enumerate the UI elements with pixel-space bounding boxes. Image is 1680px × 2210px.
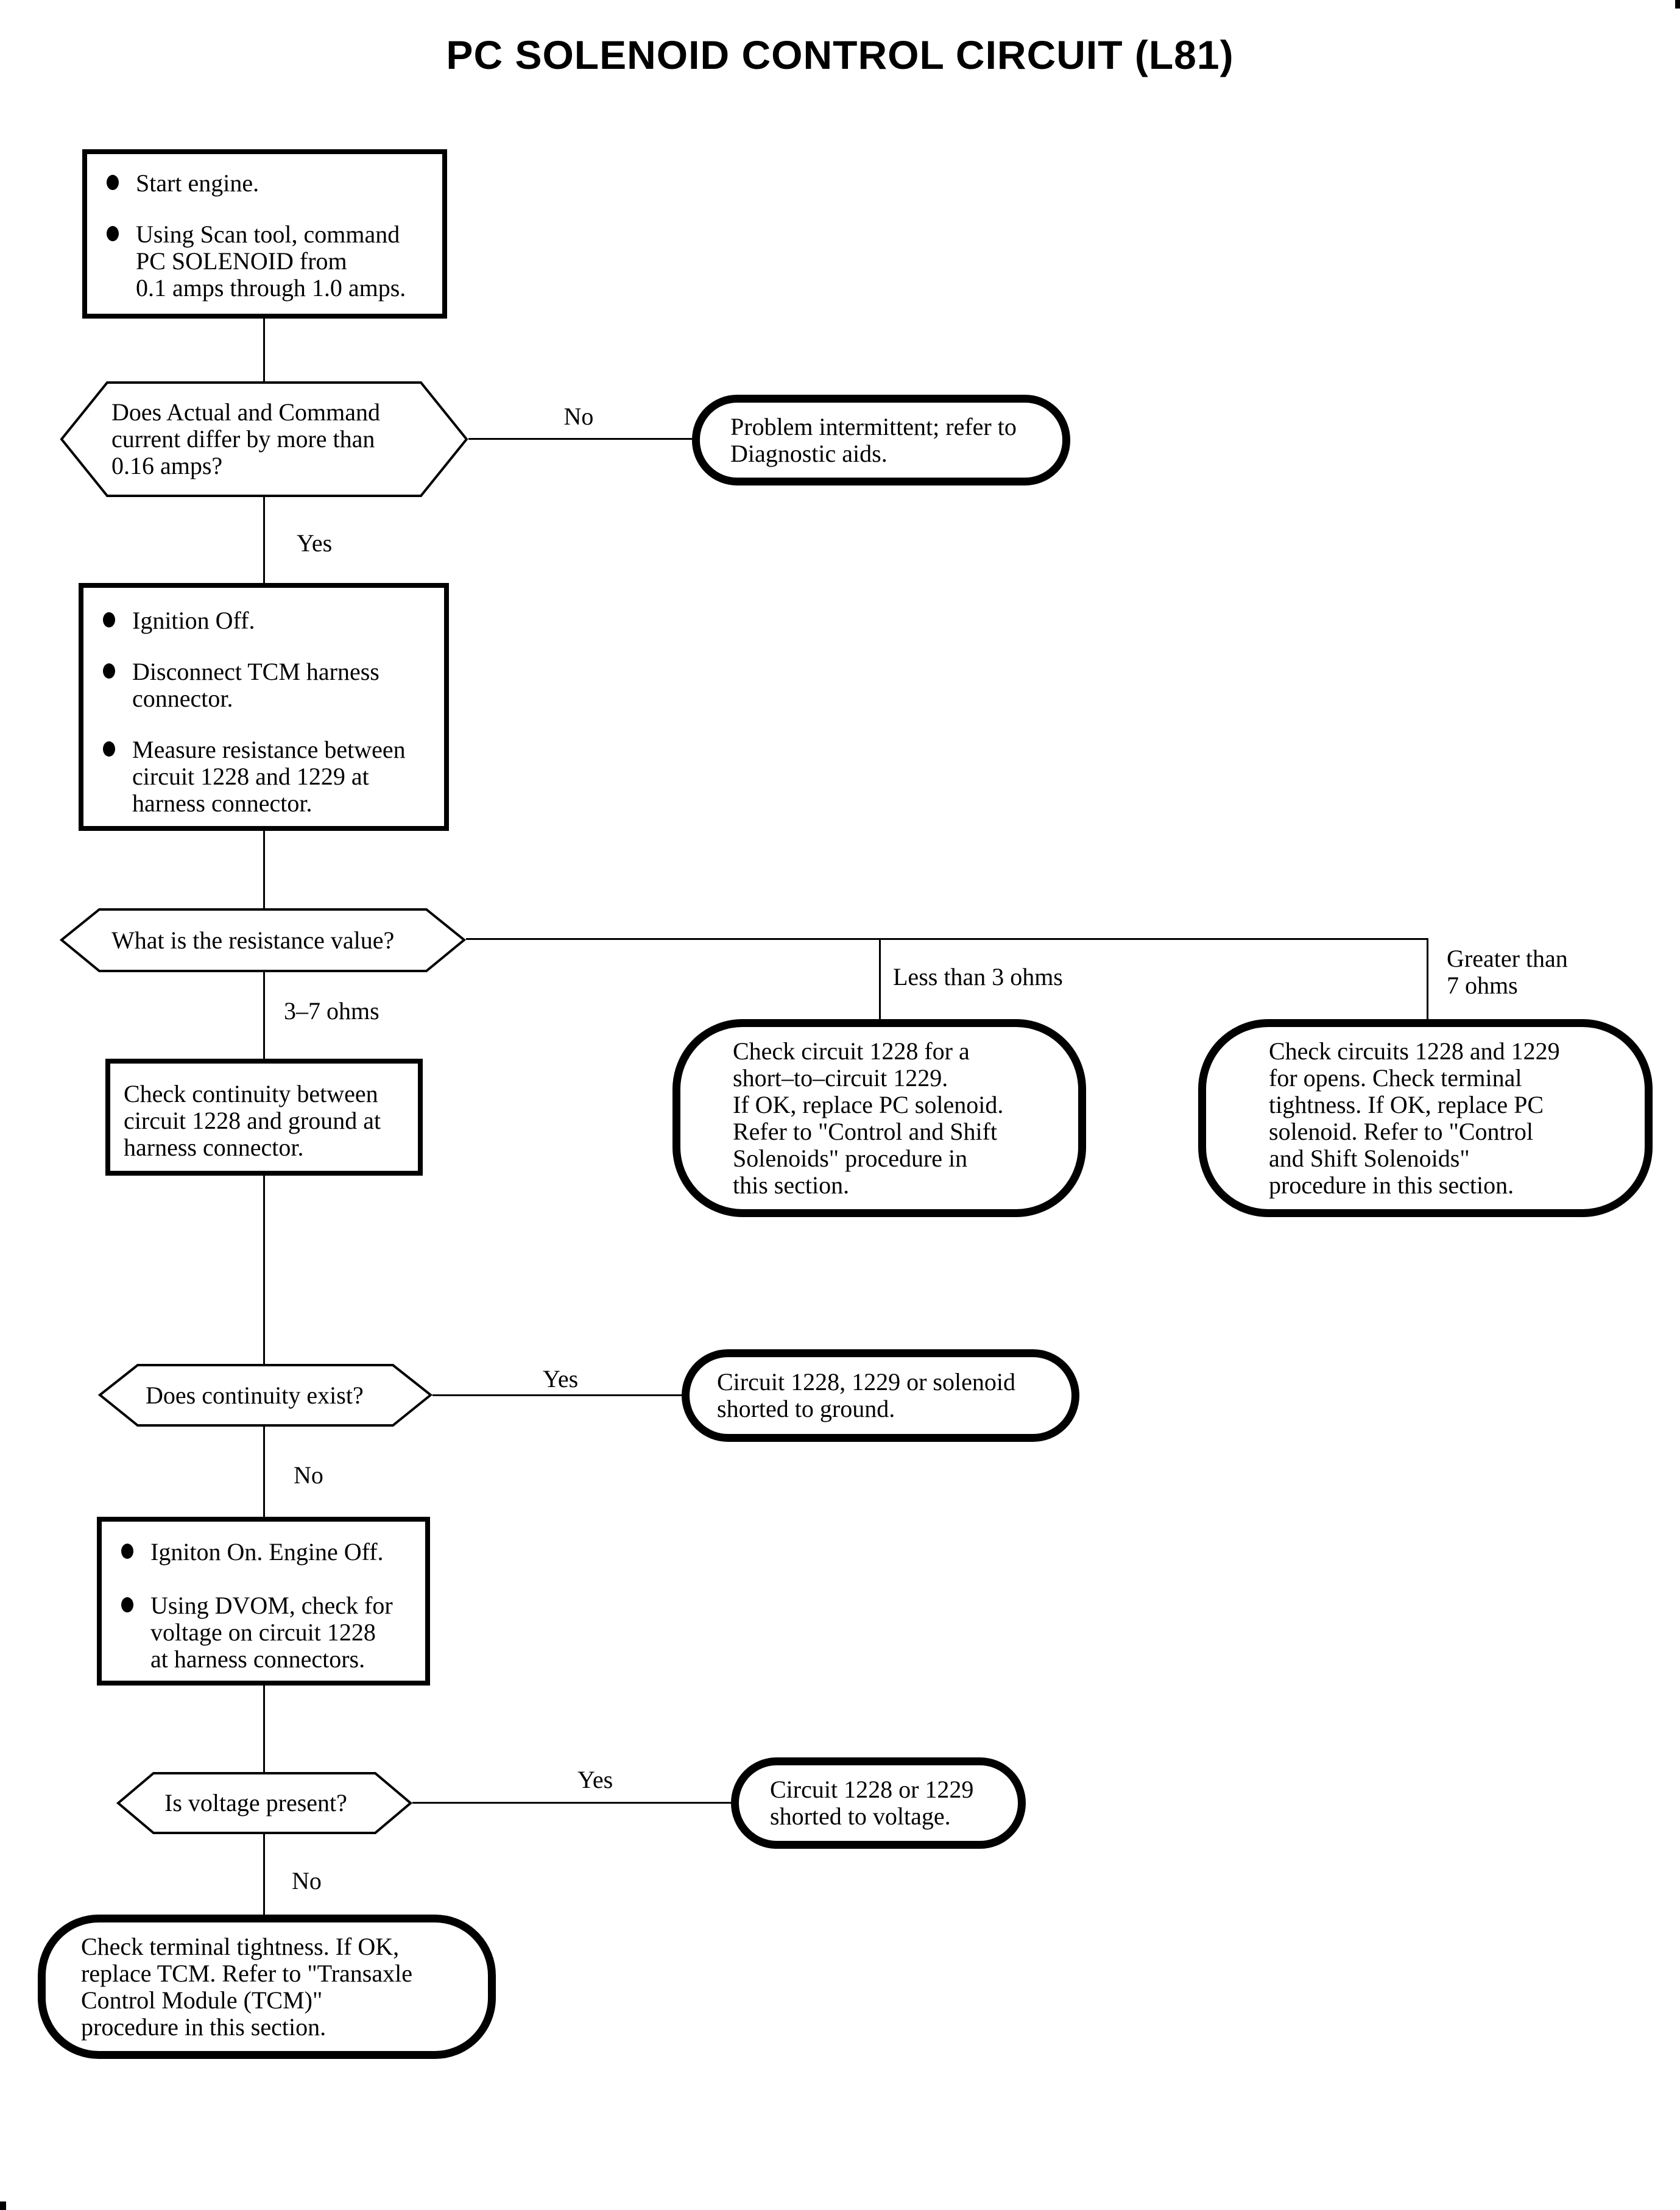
connector-line bbox=[412, 1802, 731, 1804]
terminator-check-opens: Check circuits 1228 and 1229 for opens. … bbox=[1198, 1019, 1653, 1217]
connector-line bbox=[1427, 938, 1428, 1020]
decision-resistance-value: What is the resistance value? bbox=[60, 908, 466, 973]
branch-label-no: No bbox=[292, 1867, 322, 1894]
connector-line bbox=[466, 938, 1428, 940]
terminator-text: Problem intermittent; refer to Diagnosti… bbox=[730, 412, 1017, 467]
hexagon-shape bbox=[116, 1772, 412, 1834]
branch-label-3-7-ohms: 3–7 ohms bbox=[284, 997, 379, 1025]
hexagon-shape bbox=[60, 908, 466, 972]
bullet-icon bbox=[103, 612, 115, 627]
list-item: Start engine. bbox=[107, 170, 431, 197]
terminator-text: Circuit 1228, 1229 or solenoid shorted t… bbox=[717, 1368, 1015, 1422]
list-item-text: Disconnect TCM harness connector. bbox=[132, 658, 379, 712]
connector-line bbox=[263, 319, 265, 382]
list-item-text: Measure resistance between circuit 1228 … bbox=[132, 736, 406, 817]
decision-current-differ: Does Actual and Command current differ b… bbox=[60, 381, 468, 498]
list-item: Ignition Off. bbox=[103, 607, 433, 634]
bullet-icon bbox=[103, 741, 115, 757]
list-item-text: Using DVOM, check for voltage on circuit… bbox=[150, 1592, 393, 1673]
list-item-text: Start engine. bbox=[136, 169, 259, 197]
scan-artifact bbox=[0, 2201, 6, 2210]
process-text: Check continuity between circuit 1228 an… bbox=[124, 1080, 381, 1161]
decision-text: What is the resistance value? bbox=[111, 926, 395, 954]
connector-line bbox=[263, 972, 265, 1060]
process-box-start-engine: Start engine. Using Scan tool, command P… bbox=[82, 149, 447, 319]
connector-line bbox=[263, 1834, 265, 1916]
connector-line bbox=[263, 1174, 265, 1364]
decision-text: Does Actual and Command current differ b… bbox=[111, 398, 381, 479]
connector-line bbox=[468, 438, 692, 440]
list-item: Measure resistance between circuit 1228 … bbox=[103, 736, 433, 817]
list-item: Disconnect TCM harness connector. bbox=[103, 658, 433, 712]
connector-line bbox=[263, 1684, 265, 1773]
terminator-shorted-voltage: Circuit 1228 or 1229 shorted to voltage. bbox=[731, 1757, 1026, 1849]
process-box-ignition-off: Ignition Off. Disconnect TCM harness con… bbox=[79, 583, 449, 831]
terminator-text: Circuit 1228 or 1229 shorted to voltage. bbox=[770, 1776, 974, 1830]
page-title: PC SOLENOID CONTROL CIRCUIT (L81) bbox=[446, 32, 1234, 77]
branch-label-yes: Yes bbox=[543, 1365, 579, 1393]
branch-label-no: No bbox=[294, 1461, 323, 1489]
branch-label-no: No bbox=[563, 403, 594, 430]
connector-line bbox=[879, 938, 881, 1020]
decision-continuity-exist: Does continuity exist? bbox=[98, 1363, 432, 1427]
terminator-text: Check circuits 1228 and 1229 for opens. … bbox=[1269, 1037, 1560, 1199]
list-item: Igniton On. Engine Off. bbox=[121, 1539, 414, 1566]
list-item-text: Ignition Off. bbox=[132, 607, 255, 634]
bullet-icon bbox=[121, 1597, 133, 1612]
terminator-check-short: Check circuit 1228 for a short–to–circui… bbox=[672, 1019, 1086, 1217]
branch-label-greater-than-7-ohms: Greater than 7 ohms bbox=[1447, 945, 1568, 999]
bullet-icon bbox=[107, 226, 119, 241]
terminator-text: Check circuit 1228 for a short–to–circui… bbox=[733, 1037, 1004, 1199]
decision-text: Does continuity exist? bbox=[146, 1381, 364, 1409]
list-item: Using DVOM, check for voltage on circuit… bbox=[121, 1592, 414, 1673]
connector-line bbox=[263, 496, 265, 584]
list-item: Using Scan tool, command PC SOLENOID fro… bbox=[107, 221, 431, 302]
scan-artifact bbox=[1675, 0, 1680, 9]
decision-text: Is voltage present? bbox=[164, 1789, 347, 1816]
process-box-check-continuity: Check continuity between circuit 1228 an… bbox=[105, 1059, 423, 1176]
terminator-shorted-ground: Circuit 1228, 1229 or solenoid shorted t… bbox=[682, 1349, 1079, 1442]
decision-voltage-present: Is voltage present? bbox=[116, 1771, 412, 1835]
bullet-icon bbox=[107, 175, 119, 190]
list-item-text: Using Scan tool, command PC SOLENOID fro… bbox=[136, 221, 406, 302]
terminator-replace-tcm: Check terminal tightness. If OK, replace… bbox=[38, 1915, 496, 2059]
connector-line bbox=[432, 1394, 682, 1396]
process-box-ignition-on: Igniton On. Engine Off. Using DVOM, chec… bbox=[97, 1517, 430, 1686]
branch-label-yes: Yes bbox=[297, 529, 333, 557]
branch-label-yes: Yes bbox=[577, 1766, 613, 1793]
hexagon-shape bbox=[98, 1364, 432, 1427]
terminator-problem-intermittent: Problem intermittent; refer to Diagnosti… bbox=[692, 395, 1070, 485]
bullet-icon bbox=[121, 1544, 133, 1559]
hexagon-shape bbox=[60, 381, 468, 497]
connector-line bbox=[263, 1426, 265, 1518]
terminator-text: Check terminal tightness. If OK, replace… bbox=[81, 1932, 412, 2041]
list-item-text: Igniton On. Engine Off. bbox=[150, 1538, 384, 1566]
branch-label-less-than-3-ohms: Less than 3 ohms bbox=[893, 963, 1063, 990]
bullet-icon bbox=[103, 663, 115, 679]
connector-line bbox=[263, 830, 265, 909]
